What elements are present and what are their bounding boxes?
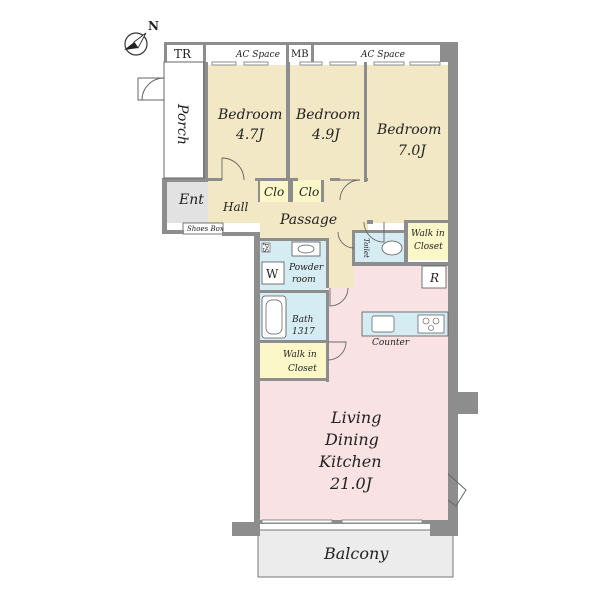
bath-line2: 1317 [292, 327, 315, 337]
powder-room-line1: Powder [288, 263, 324, 273]
closet-2-area [293, 180, 323, 202]
bedroom-1-name: Bedroom [217, 107, 282, 123]
toilet-label: Toilet [362, 238, 370, 258]
porch-outline [137, 61, 205, 179]
ldk-line1: Living [330, 408, 381, 427]
ldk-line2: Dining [324, 430, 379, 449]
corridor-area [326, 240, 354, 288]
ac-space-right-area [314, 45, 440, 62]
passage-connector-area [323, 180, 368, 202]
bathtub-icon [261, 295, 287, 339]
stove-icon [417, 314, 445, 334]
ac-space-left-area [206, 45, 286, 62]
balcony-area [257, 529, 454, 578]
hall-area [208, 180, 260, 223]
ps-label: PS [261, 242, 269, 253]
ps-box [261, 242, 271, 253]
entrance-label: Ent [178, 192, 204, 208]
closet-2-label: Clo [299, 185, 319, 199]
bedroom-1-size: 4.7J [235, 127, 265, 143]
bedroom-4-7-area [208, 65, 288, 180]
refrigerator-icon [421, 265, 447, 289]
ldk-line4: 21.0J [329, 474, 374, 493]
bedroom-3-name: Bedroom [376, 122, 441, 138]
kitchen-sink-icon [371, 315, 395, 333]
walk-in-closet-lower-line1: Walk in [283, 350, 317, 360]
passage-area [260, 202, 368, 240]
mb-label: MB [291, 49, 309, 60]
ac-space-left-label: AC Space [235, 50, 280, 60]
bedroom-2-name: Bedroom [295, 107, 360, 123]
bedroom-3-size: 7.0J [398, 143, 427, 159]
hall-label: Hall [222, 200, 248, 214]
closet-1-label: Clo [264, 185, 284, 199]
shoes-box-area [182, 222, 224, 235]
bedroom-4-9-area [290, 65, 364, 180]
refrigerator-label: R [429, 271, 439, 285]
windows [211, 61, 441, 524]
passage-label: Passage [279, 212, 337, 228]
tr-area [167, 45, 203, 62]
tr-label: TR [174, 47, 192, 61]
entrance-area [167, 180, 208, 223]
washer-label: W [266, 267, 279, 281]
bedroom-2-size: 4.9J [311, 127, 341, 143]
bay-door [447, 473, 467, 507]
toilet-bowl-icon [381, 240, 403, 256]
ac-space-right-label: AC Space [360, 50, 405, 60]
walk-in-closet-upper-area [408, 222, 448, 260]
porch-label: Porch [174, 103, 190, 145]
counter-label: Counter [372, 338, 410, 348]
compass-north-label: N [148, 19, 159, 33]
walk-in-closet-lower-area [260, 342, 326, 380]
mb-area [289, 45, 311, 62]
washer-icon [261, 261, 285, 285]
bedroom-7-0-area [367, 65, 448, 223]
walk-in-closet-lower-line2: Closet [288, 364, 317, 374]
closet-1-area [260, 180, 288, 202]
walk-in-closet-upper-line2: Closet [414, 242, 443, 252]
balcony-label: Balcony [323, 544, 389, 563]
sink-icon [291, 241, 321, 257]
powder-room-line2: room [292, 275, 316, 285]
compass-icon: N [124, 19, 159, 56]
bath-line1: Bath [291, 315, 313, 325]
walk-in-closet-upper-line1: Walk in [411, 229, 445, 239]
ldk-line3: Kitchen [318, 452, 382, 471]
door-swings [221, 157, 385, 361]
shoes-box-label: Shoes Box [187, 225, 224, 233]
basin-icon [297, 244, 315, 254]
